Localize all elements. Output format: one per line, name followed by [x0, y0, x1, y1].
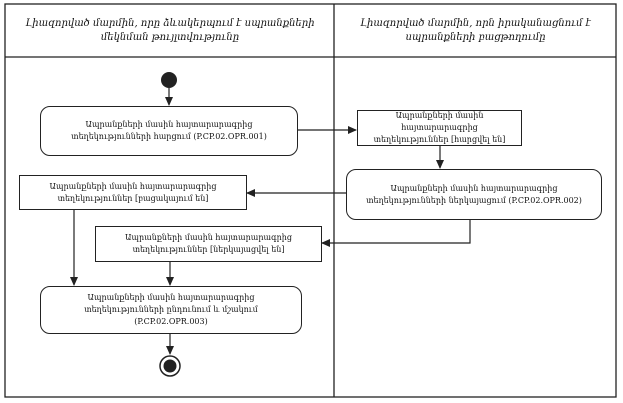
- object-info-requested-line1: Ապրանքների մասին հայտարարագրից: [395, 111, 484, 132]
- flow-provide-to-provided: [321, 220, 471, 247]
- object-info-missing-line1: Ապրանքների մասին հայտարարագրից: [49, 181, 217, 191]
- lane-title-left: Լիազորված մարմին, որը ձևակերպում է սպրան…: [10, 17, 330, 45]
- object-info-missing: Ապրանքների մասին հայտարարագրից տեղեկությ…: [19, 175, 247, 210]
- action-request-info: Ապրանքների մասին հայտարարագրից տեղեկությ…: [40, 106, 298, 156]
- lane-title-left-line1: Լիազորված մարմին, որը ձևակերպում է սպրան…: [25, 18, 315, 29]
- action-provide-info-line2: տեղեկությունների ներկայացում (P.CP.02.OP…: [366, 195, 582, 205]
- object-info-provided: Ապրանքների մասին հայտարարագրից տեղեկությ…: [95, 226, 322, 262]
- action-provide-info-line1: Ապրանքների մասին հայտարարագրից: [390, 183, 558, 193]
- action-process-info-line2: տեղեկությունների ընդունում և մշակում (P.…: [84, 305, 258, 326]
- action-provide-info: Ապրանքների մասին հայտարարագրից տեղեկությ…: [346, 169, 602, 220]
- initial-node: [161, 72, 177, 88]
- object-info-provided-line2: տեղեկություններ [ներկայացվել են]: [132, 245, 285, 254]
- lane-title-right: Լիազորված մարմին, որն իրականացնում է սպր…: [338, 17, 613, 45]
- object-info-requested: Ապրանքների մասին հայտարարագրից տեղեկությ…: [357, 110, 522, 146]
- final-node-core: [163, 359, 177, 373]
- action-process-info: Ապրանքների մասին հայտարարագրից տեղեկությ…: [40, 286, 302, 334]
- lane-title-right-line1: Լիազորված մարմին, որն իրականացնում է: [360, 18, 591, 29]
- object-info-provided-line1: Ապրանքների մասին հայտարարագրից: [125, 233, 292, 242]
- action-request-info-line2: տեղեկությունների հարցում (P.CP.02.OPR.00…: [71, 132, 267, 141]
- lane-title-left-line2: մեկնման թույլտվությունը: [100, 32, 240, 43]
- lane-title-right-line2: սպրանքների բացթողումը: [405, 32, 546, 43]
- object-info-missing-line2: տեղեկություններ [բացակայում են]: [57, 193, 209, 203]
- swimlane-frame: [4, 3, 617, 398]
- action-process-info-line1: Ապրանքների մասին հայտարարագրից: [87, 293, 255, 302]
- object-info-requested-line2: տեղեկություններ [հարցվել են]: [373, 135, 506, 144]
- action-request-info-line1: Ապրանքների մասին հայտարարագրից: [85, 120, 253, 129]
